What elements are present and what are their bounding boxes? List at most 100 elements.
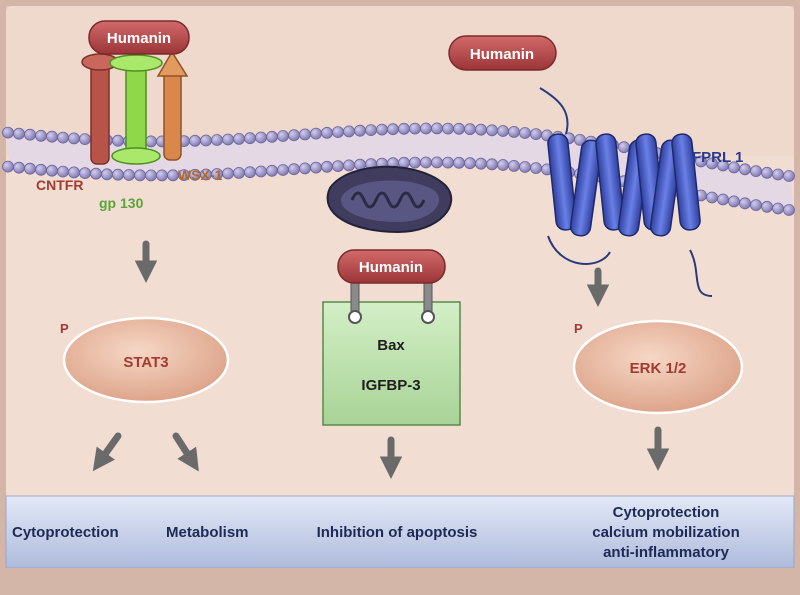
- phospholipid-head: [79, 133, 91, 146]
- humanin-ligand-right: Humanin: [448, 35, 557, 71]
- phospholipid-head: [420, 122, 432, 135]
- phospholipid-head: [750, 165, 762, 178]
- phospholipid-head: [508, 159, 520, 172]
- phospholipid-head: [321, 160, 333, 173]
- phospholipid-head: [739, 197, 751, 210]
- bottom-frame: [6, 568, 794, 589]
- phospholipid-head: [112, 134, 124, 147]
- phospholipid-head: [750, 199, 762, 212]
- phospholipid-head: [46, 130, 58, 143]
- phospholipid-head: [409, 122, 421, 135]
- phospholipid-head: [266, 130, 278, 143]
- phospholipid-head: [475, 157, 487, 170]
- phospholipid-head: [35, 129, 47, 142]
- phospholipid-head: [299, 128, 311, 141]
- stat3-label: STAT3: [123, 354, 168, 371]
- phospholipid-head: [387, 123, 399, 136]
- phospholipid-head: [112, 168, 124, 181]
- outcome-right-line1: Cytoprotection: [613, 504, 720, 521]
- phospholipid-head: [68, 132, 80, 145]
- phospholipid-head: [464, 157, 476, 170]
- phospholipid-head: [255, 131, 267, 144]
- phospholipid-head: [783, 170, 795, 182]
- phospholipid-head: [376, 123, 388, 136]
- erk-label: ERK 1/2: [630, 360, 687, 377]
- phospholipid-head: [2, 126, 14, 139]
- phospholipid-head: [332, 126, 344, 139]
- phospholipid-head: [332, 160, 344, 173]
- outcome-band: [5, 495, 795, 569]
- phospholipid-head: [101, 168, 113, 181]
- bax-label: Bax: [377, 337, 405, 354]
- phospholipid-head: [57, 131, 69, 144]
- phospholipid-head: [618, 141, 630, 154]
- fprl1-helix: [671, 133, 701, 231]
- phospholipid-head: [728, 195, 740, 208]
- phospholipid-head: [13, 127, 25, 140]
- cntfr-receptor: [81, 53, 119, 165]
- phospholipid-head: [46, 164, 58, 177]
- phospholipid-head: [486, 158, 498, 171]
- phospholipid-head: [354, 124, 366, 137]
- humanin-ligand-left: Humanin: [88, 20, 190, 55]
- outcome-cytoprotection: Cytoprotection: [12, 524, 119, 541]
- wsx1-label: WSX-1: [178, 167, 223, 183]
- phospholipid-head: [134, 169, 146, 182]
- phospholipid-head: [398, 122, 410, 135]
- phospholipid-head: [13, 161, 25, 174]
- phospholipid-head: [497, 125, 509, 137]
- phospholipid-head: [24, 162, 36, 175]
- mitochondrion-icon: [326, 165, 453, 234]
- phospho-label-right: P: [574, 321, 583, 336]
- fprl1-helix: [547, 133, 577, 231]
- wsx1-receptor: [156, 50, 189, 161]
- phospholipid-head: [244, 166, 256, 179]
- phospholipid-head: [266, 164, 278, 177]
- phospholipid-head: [475, 123, 487, 136]
- phospholipid-head: [233, 132, 245, 145]
- phospholipid-head: [508, 125, 520, 138]
- phospholipid-head: [772, 202, 784, 215]
- gp130-receptor: [109, 54, 163, 165]
- phospholipid-head: [519, 161, 531, 173]
- phospholipid-head: [497, 159, 509, 171]
- phospholipid-head: [717, 193, 729, 206]
- phospholipid-head: [343, 159, 355, 172]
- phospholipid-head: [222, 167, 234, 180]
- phospholipid-head: [24, 128, 36, 141]
- phospholipid-head: [222, 133, 234, 146]
- phospholipid-head: [530, 128, 542, 141]
- phospholipid-head: [90, 167, 102, 180]
- phospholipid-head: [233, 166, 245, 179]
- arrow-stat3-to-cytoprotection: [92, 432, 122, 472]
- phospholipid-head: [453, 122, 465, 135]
- phospholipid-head: [277, 130, 289, 142]
- phospholipid-head: [57, 165, 69, 178]
- stat3-node: STAT3 P: [60, 316, 230, 404]
- phospholipid-head: [420, 156, 432, 169]
- humanin-label-left: Humanin: [107, 30, 171, 47]
- phospholipid-head: [310, 127, 322, 140]
- phospholipid-head: [277, 164, 289, 176]
- outcome-right-line3: anti-inflammatory: [603, 544, 730, 561]
- phospholipid-head: [365, 124, 377, 137]
- phospholipid-head: [123, 169, 135, 181]
- phospholipid-head: [189, 134, 201, 147]
- phospholipid-head: [761, 200, 773, 213]
- receptor-complex-left: Humanin CNTFR WSX-1 gp 130: [36, 20, 223, 211]
- phospholipid-head: [145, 169, 157, 182]
- phospholipid-head: [288, 163, 300, 176]
- phospholipid-head: [244, 132, 256, 145]
- phospholipid-head: [761, 166, 773, 179]
- phospholipid-head: [783, 204, 795, 216]
- phospholipid-head: [156, 169, 168, 182]
- bax-igfbp3-complex: Humanin Bax IGFBP-3: [322, 249, 461, 426]
- fprl1-helix: [569, 139, 603, 237]
- fprl1-label: FPRL 1: [692, 149, 743, 166]
- phospholipid-head: [288, 129, 300, 142]
- phospholipid-head: [442, 156, 454, 169]
- arrow-stat3-to-metabolism: [172, 432, 199, 472]
- phospholipid-head: [519, 127, 531, 139]
